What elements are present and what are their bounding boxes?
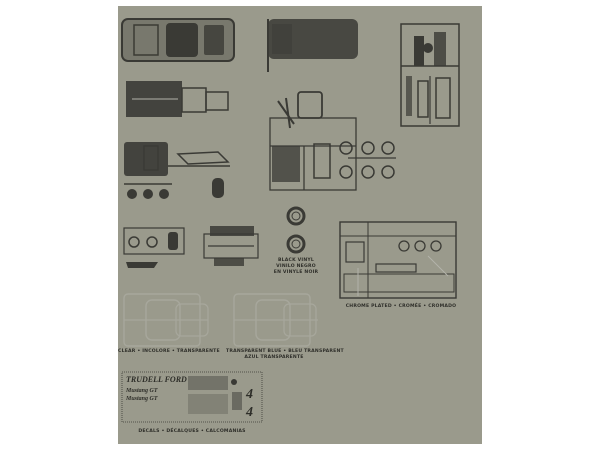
chrome-plated-tree xyxy=(339,221,457,299)
wheels-tree xyxy=(339,141,396,179)
black-vinyl-label-fr: EN VINYLE NOIR xyxy=(273,270,319,275)
decal-script-1: Mustang GT xyxy=(125,388,158,394)
clear-parts-tree xyxy=(123,293,209,347)
decals-label: DECALS • DÉCALQUES • CALCOMANIAS xyxy=(138,429,246,434)
body-shell-part xyxy=(121,18,235,62)
black-vinyl-label-en: BLACK VINYL xyxy=(277,258,315,263)
tires-part xyxy=(286,206,306,254)
decal-title: TRUDELL FORD xyxy=(126,375,187,384)
black-vinyl-label-es: VINILO NEGRO xyxy=(276,264,316,269)
decal-script-2: Mustang GT xyxy=(125,396,158,402)
engine-parts-tree xyxy=(400,23,460,127)
decal-sheet: TRUDELL FORD Mustang GT Mustang GT 4 4 xyxy=(121,371,263,423)
engine-tree xyxy=(124,142,230,199)
decal-number-2: 4 xyxy=(245,405,253,420)
clear-parts-label: CLEAR • INCOLORE • TRANSPARENTE xyxy=(118,349,220,354)
instruction-sheet: TRUDELL FORD Mustang GT Mustang GT 4 4 B… xyxy=(118,6,482,444)
transparent-blue-tree xyxy=(233,293,318,347)
interior-part xyxy=(126,81,229,117)
chrome-plated-label: CHROME PLATED • CROMÉE • CROMADO xyxy=(345,304,457,309)
decal-number-1: 4 xyxy=(245,387,253,402)
seats-tree xyxy=(269,91,357,191)
transparent-blue-label: TRANSPARENT BLUE • BLEU TRANSPARENT xyxy=(226,349,344,354)
small-parts-tree-1 xyxy=(123,227,185,268)
chassis-part xyxy=(267,19,358,72)
transparent-blue-label-es: AZUL TRANSPARENTE xyxy=(244,355,304,360)
small-parts-tree-2 xyxy=(203,226,259,266)
